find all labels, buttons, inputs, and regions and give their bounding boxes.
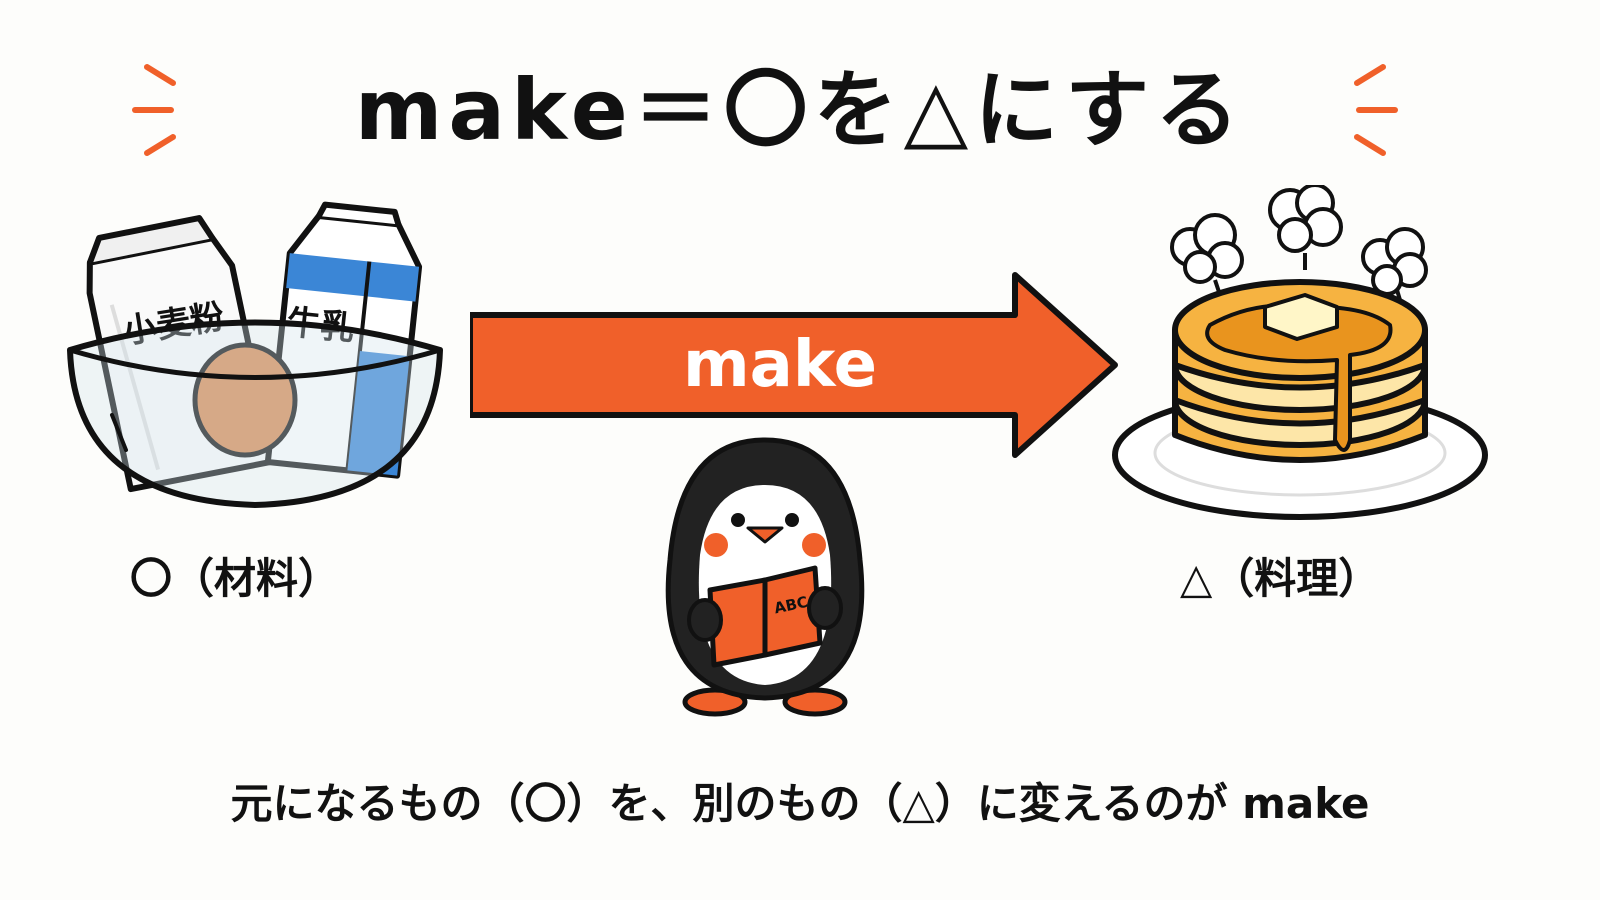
result-caption: △（料理） [1180, 554, 1381, 603]
book-icon: ABC [707, 565, 823, 668]
arrow-label: make [682, 328, 878, 402]
milk-carton-icon: 牛乳 [264, 201, 423, 479]
make-arrow: make [467, 270, 1130, 460]
right-burst-icon [1354, 64, 1398, 156]
summary-text: 元になるもの（〇）を、別のもの（△）に変えるのが make [230, 779, 1370, 828]
page-title: make＝〇を△にする [354, 61, 1246, 159]
pancake-plate-illustration [1112, 185, 1488, 520]
left-burst-icon [132, 64, 176, 156]
pancake-stack-icon [1172, 279, 1428, 463]
penguin-reading-illustration: ABC [665, 437, 865, 717]
ingredients-bowl-illustration: 小麦粉 牛乳 [67, 201, 443, 508]
egg-icon [192, 342, 298, 458]
ingredients-caption: 〇（材料） [130, 554, 341, 603]
